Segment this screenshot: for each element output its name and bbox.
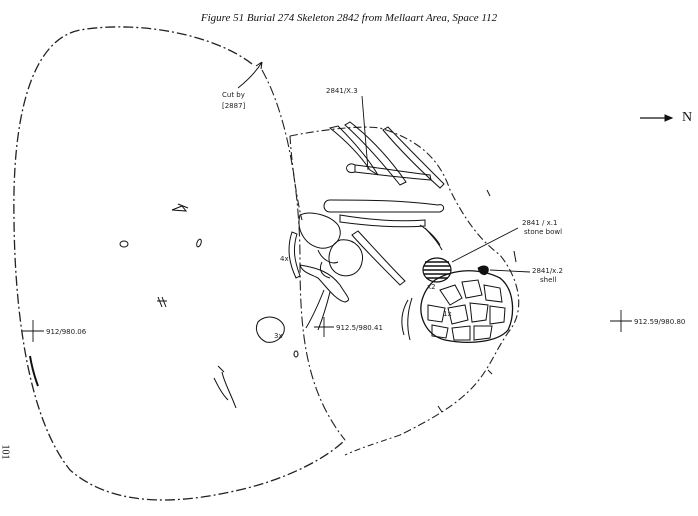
north-arrow-icon	[640, 114, 674, 122]
stone-bowl	[422, 257, 452, 283]
find-label-x1: 2841 / x.1	[522, 219, 557, 227]
shell-marker	[477, 265, 489, 276]
coord-label-right: 912.59/980.80	[634, 318, 685, 326]
find-label-x1-desc: stone bowl	[524, 228, 562, 236]
figure-caption: Figure 51 Burial 274 Skeleton 2842 from …	[200, 12, 498, 24]
cut-label-line2: [2887]	[222, 102, 246, 110]
scattered-fragments	[29, 189, 517, 413]
mark-1x: 1x	[443, 310, 452, 318]
stone-cluster	[420, 270, 514, 343]
skeleton-bones	[288, 121, 445, 341]
burial-pit-lower	[344, 434, 401, 456]
burial-pit-outline-left	[289, 135, 303, 221]
find-label-x2-desc: shell	[540, 276, 556, 284]
mark-3x: 3x	[274, 332, 283, 340]
cut-label-line1: Cut by	[222, 91, 245, 99]
coord-label-center: 912.5/980.41	[336, 324, 383, 332]
coordinate-cross-center	[314, 317, 334, 337]
find-label-x2: 2841/x.2	[532, 267, 563, 275]
find-label-x3: 2841/X.3	[326, 87, 358, 95]
cut-arrow-icon	[237, 61, 263, 89]
cut-boundary-outline	[13, 26, 346, 501]
cut-boundary-right	[261, 69, 346, 441]
coordinate-cross-left	[22, 320, 44, 342]
mark-4x: 4x	[280, 255, 289, 263]
coordinate-cross-right	[610, 310, 632, 332]
north-label: N	[682, 110, 693, 125]
coord-label-left: 912/980.06	[46, 328, 87, 336]
find-pointer-lines	[361, 95, 531, 273]
mark-x2: x2	[427, 283, 436, 291]
